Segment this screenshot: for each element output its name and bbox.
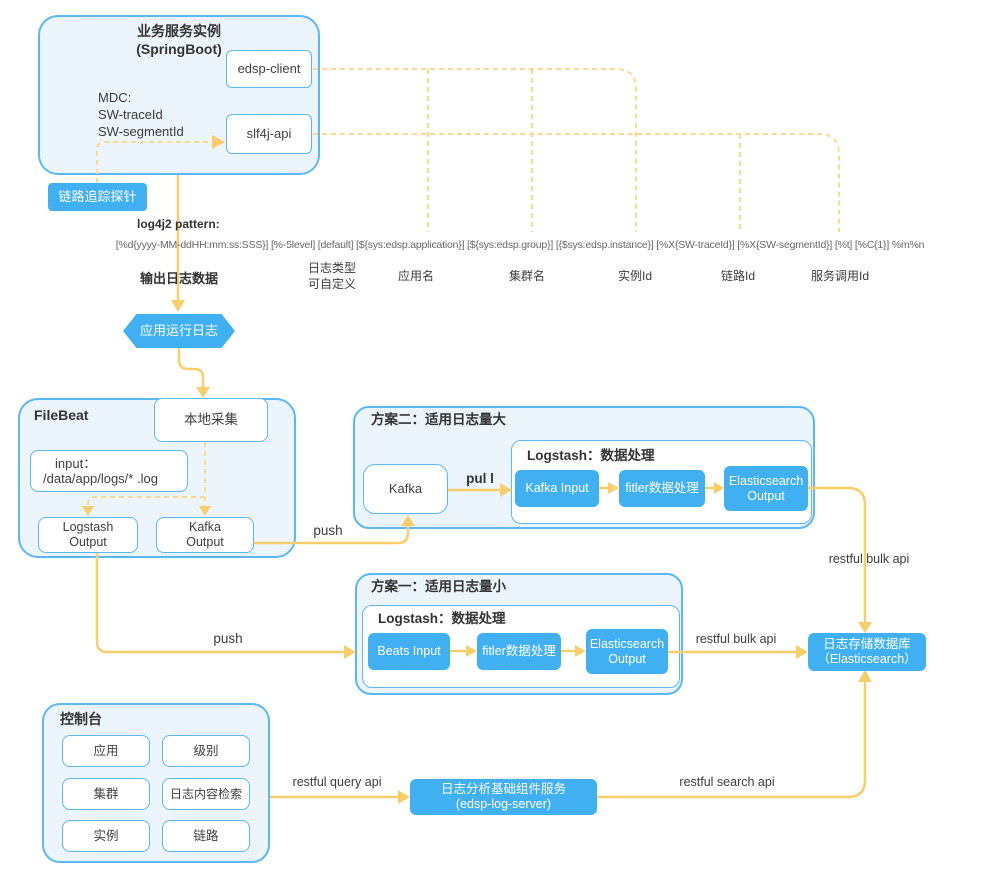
annotation-trace-id: 链路Id — [720, 269, 755, 283]
plan2-internal-arrows — [599, 482, 724, 494]
pull-arrow — [448, 483, 512, 497]
plan1-to-storage-arrow — [668, 645, 808, 659]
edsp-client-trace-line — [313, 68, 637, 232]
runtime-log-to-local-collect-arrow — [177, 348, 210, 398]
springboot-to-runtime-log-arrow — [171, 175, 185, 312]
mdc-to-slf4j-arrow — [96, 135, 225, 183]
push-logstash-label: push — [213, 631, 243, 646]
annotation-instance-id: 实例Id — [617, 269, 652, 283]
console-item-instance: 实例 — [62, 820, 150, 852]
bulk-api-left-label: restful bulk api — [695, 632, 777, 646]
plan2-logstash-title: Logstash：数据处理 — [527, 448, 655, 463]
annotation-service-call-id: 服务调用Id — [810, 269, 869, 283]
plan1-internal-arrows — [450, 645, 586, 657]
plan1-beats-input-box: Beats Input — [368, 633, 450, 670]
slf4j-trace-line — [313, 133, 840, 232]
console-item-level: 级别 — [162, 735, 250, 767]
console-item-app: 应用 — [62, 735, 150, 767]
console-item-group: 集群 — [62, 778, 150, 810]
log-server-box: 日志分析基础组件服务 (edsp-log-server) — [410, 779, 597, 815]
push-kafka-label: push — [313, 523, 343, 538]
springboot-panel — [38, 15, 320, 175]
log4j2-pattern-text: [%d{yyyy-MM-ddHH:mm:ss:SSS}] [%-5level] … — [115, 239, 925, 251]
plan2-kafka-box: Kafka — [363, 464, 448, 514]
pull-label: pul l — [466, 471, 494, 486]
plan2-es-output-box: Elasticsearch Output — [724, 466, 808, 511]
annotation-app-name: 应用名 — [397, 269, 434, 283]
bulk-api-top-label: restful bulk api — [828, 552, 910, 566]
push-to-kafka-arrow — [254, 515, 415, 545]
query-api-label: restful query api — [292, 775, 382, 789]
console-to-logserver-arrow — [270, 790, 410, 804]
runtime-log-hexagon: 应用运行日志 — [123, 314, 235, 348]
plan2-kafka-input-box: Kafka Input — [515, 470, 599, 507]
kafka-output-box: Kafka Output — [156, 517, 254, 553]
plan2-to-storage-arrow — [808, 486, 872, 633]
filebeat-input-box: input： /data/app/logs/* .log — [30, 450, 188, 492]
push-to-plan1-arrow — [95, 553, 356, 659]
plan1-title: 方案一：适用日志量小 — [371, 579, 506, 594]
output-log-label: 输出日志数据 — [140, 271, 219, 286]
console-item-trace: 链路 — [162, 820, 250, 852]
logstash-output-box: Logstash Output — [38, 517, 138, 553]
plan1-logstash-title: Logstash：数据处理 — [378, 611, 506, 626]
plan1-es-output-box: Elasticsearch Output — [586, 629, 668, 674]
slf4j-api-box: slf4j-api — [226, 114, 312, 154]
annotation-group-name: 集群名 — [508, 269, 545, 283]
edsp-client-box: edsp-client — [226, 50, 312, 88]
annotation-log-type: 日志类型 可自定义 — [307, 261, 356, 291]
springboot-title: 业务服务实例 (SpringBoot) — [136, 23, 222, 58]
local-collect-split-arrows — [82, 442, 211, 516]
pattern-title: log4j2 pattern: — [137, 217, 220, 231]
pattern-annotation-dashed-lines — [313, 68, 840, 232]
log-storage-box: 日志存储数据库 （Elasticsearch） — [808, 633, 926, 671]
console-item-log-search: 日志内容检索 — [162, 778, 250, 810]
plan2-filter-box: fitler数据处理 — [619, 470, 705, 507]
plan1-filter-box: fitler数据处理 — [477, 633, 561, 670]
logserver-to-storage-arrow — [597, 670, 872, 799]
console-title: 控制台 — [60, 711, 102, 727]
search-api-label: restful search api — [679, 775, 775, 789]
local-collect-box: 本地采集 — [154, 398, 268, 442]
mdc-text: MDC: SW-traceId SW-segmentId — [98, 90, 184, 139]
filebeat-title: FileBeat — [34, 407, 89, 423]
trace-probe-badge: 链路追踪探针 — [48, 183, 147, 211]
plan2-title: 方案二：适用日志量大 — [371, 412, 506, 427]
